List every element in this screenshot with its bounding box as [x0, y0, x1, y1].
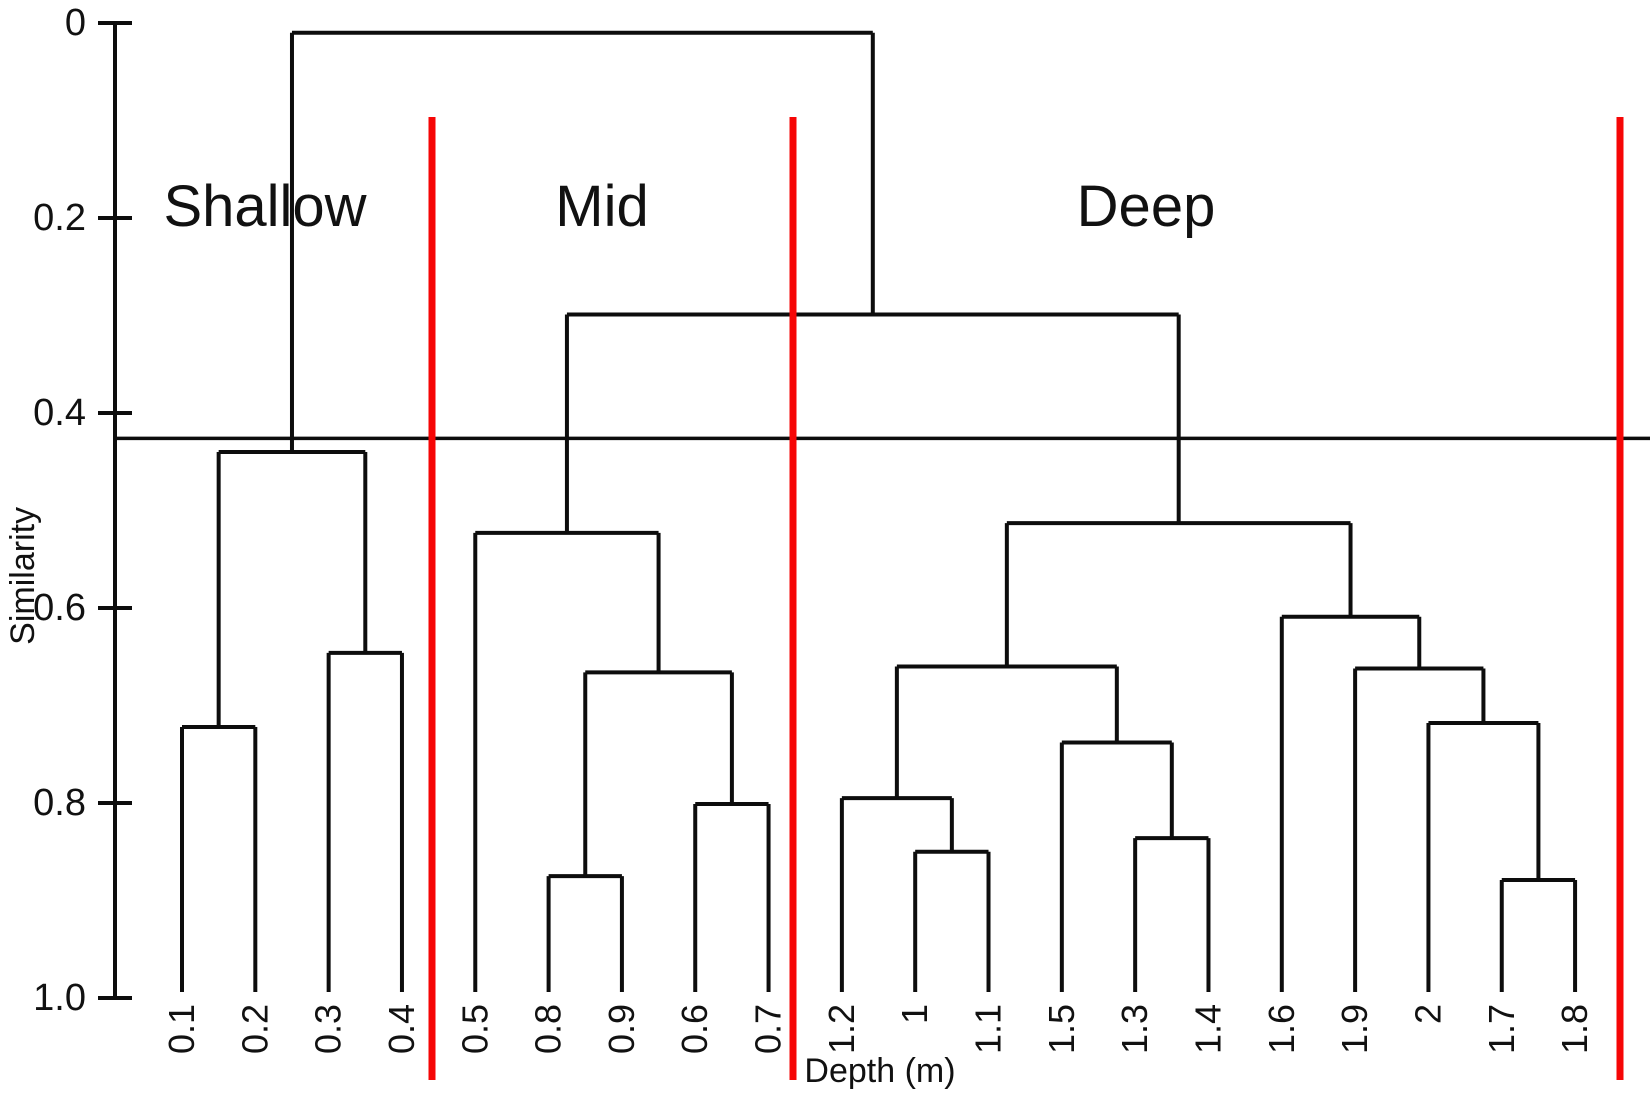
cluster-label-mid: Mid [555, 174, 648, 239]
leaf-label-0.8: 0.8 [528, 1004, 569, 1054]
y-axis-title: Similarity [4, 507, 42, 645]
leaf-label-1.6: 1.6 [1261, 1004, 1302, 1054]
leaf-label-1: 1 [894, 1004, 935, 1024]
leaf-label-1.5: 1.5 [1041, 1004, 1082, 1054]
leaf-label-1.1: 1.1 [968, 1004, 1009, 1054]
leaf-label-1.4: 1.4 [1187, 1004, 1228, 1054]
leaf-label-0.6: 0.6 [674, 1004, 715, 1054]
leaf-label-0.2: 0.2 [234, 1004, 275, 1054]
leaf-label-0.9: 0.9 [601, 1004, 642, 1054]
leaf-label-0.5: 0.5 [454, 1004, 495, 1054]
y-tick-label: 0.4 [33, 392, 86, 434]
leaf-label-1.8: 1.8 [1554, 1004, 1595, 1054]
y-tick-label: 0.2 [33, 197, 86, 239]
leaf-label-0.7: 0.7 [748, 1004, 789, 1054]
leaf-label-1.7: 1.7 [1481, 1004, 1522, 1054]
leaf-label-1.2: 1.2 [821, 1004, 862, 1054]
y-tick-label: 0.8 [33, 782, 86, 824]
leaf-label-2: 2 [1407, 1004, 1448, 1024]
leaf-label-0.3: 0.3 [308, 1004, 349, 1054]
x-axis-title: Depth (m) [804, 1052, 955, 1090]
leaf-label-0.4: 0.4 [381, 1004, 422, 1054]
cluster-label-shallow: Shallow [163, 174, 367, 239]
y-tick-label: 0 [65, 2, 86, 44]
leaf-label-1.9: 1.9 [1334, 1004, 1375, 1054]
cluster-label-deep: Deep [1077, 174, 1216, 239]
leaf-label-1.3: 1.3 [1114, 1004, 1155, 1054]
leaf-label-0.1: 0.1 [161, 1004, 202, 1054]
y-tick-label: 1.0 [33, 977, 86, 1019]
y-tick-label: 0.6 [33, 587, 86, 629]
